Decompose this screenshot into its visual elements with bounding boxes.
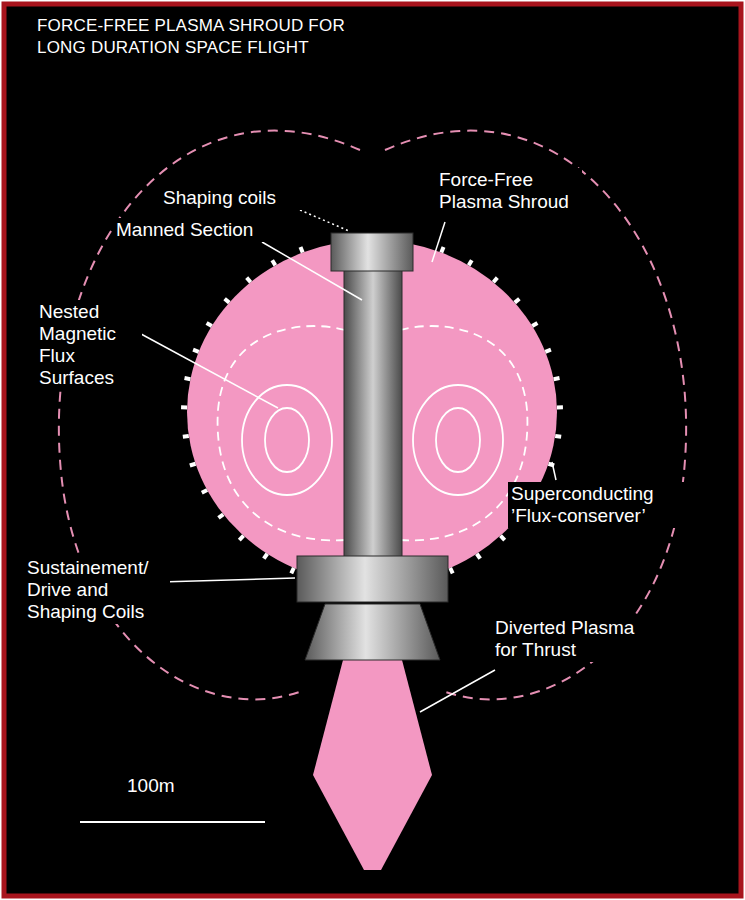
leader-line [420,670,495,712]
exhaust-plume [313,660,432,870]
conserver-dot [192,348,199,354]
conserver-dot [299,246,305,253]
part-label: Sustainement/ Drive and Shaping Coils [24,556,170,624]
flux-conserver-dots [181,246,563,574]
flux-surface [218,326,345,540]
part-label: Shaping coils [160,186,306,210]
title: FORCE-FREE PLASMA SHROUD FOR LONG DURATI… [34,14,350,60]
leader-line [130,328,278,408]
conserver-dot [448,567,454,574]
conserver-dot [555,434,561,439]
conserver-dot [206,321,213,327]
scale-label: 100m [124,774,190,798]
conserver-dot [262,553,269,560]
conserver-dot [184,376,191,381]
conserver-dot [499,534,506,541]
scale-bar [80,821,265,823]
conserver-dot [217,513,224,520]
conserver-dot [492,276,499,283]
conserver-dot [201,488,208,494]
conserver-dot [289,567,295,574]
frame [4,4,741,896]
flux-surface [436,408,480,472]
flux-surface [242,385,332,495]
part-label: Diverted Plasma for Thrust [492,616,660,662]
conserver-dot [223,297,230,304]
conserver-dot [545,348,552,354]
manned-column [344,262,402,558]
leader-line [552,462,556,480]
leader-line [300,210,349,231]
plasma-shroud [187,240,557,584]
conserver-dot [475,553,482,560]
conserver-dot [439,246,445,253]
leader-line [262,242,362,300]
part-label: Manned Section [113,218,269,242]
part-label: Force-Free Plasma Shroud [436,168,582,214]
leader-line [432,222,445,262]
leader-line [160,578,295,582]
conserver-dot [557,405,563,409]
nozzle [305,604,440,660]
conserver-dot [245,276,252,283]
conserver-dot [467,259,474,266]
conserver-dot [531,321,538,327]
conserver-dot [238,534,245,541]
flux-surface [265,408,309,472]
conserver-dot [181,405,187,409]
conserver-dot [513,297,520,304]
part-label: Nested Magnetic Flux Surfaces [36,300,142,390]
top-shaping-coil [331,233,413,271]
drive-coil [297,556,448,602]
flux-surface [413,385,503,495]
conserver-dot [270,259,277,266]
conserver-dot [189,462,196,468]
conserver-dot [183,434,189,439]
part-label: Superconducting ’Flux-conserver’ [508,482,686,528]
conserver-dot [553,376,560,381]
